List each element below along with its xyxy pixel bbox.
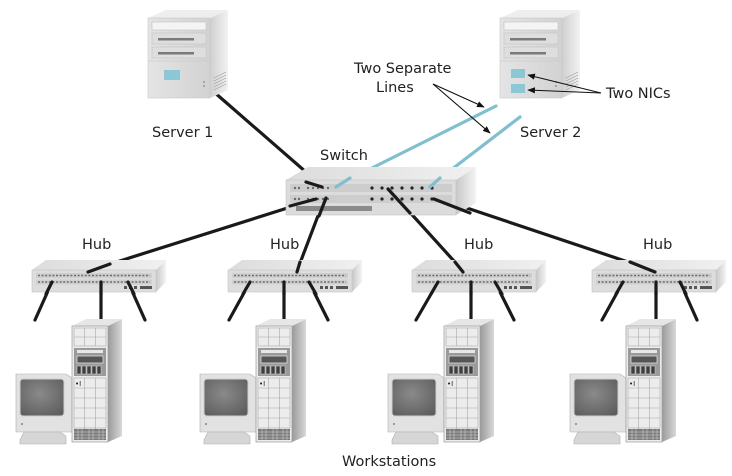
annotation-arrows-lines	[432, 83, 491, 134]
two-nics-label: Two NICs	[605, 86, 671, 102]
switch-label: Switch	[320, 148, 368, 164]
hub-2-label: Hub	[270, 237, 299, 253]
nic-icon	[164, 70, 180, 80]
switch[interactable]	[285, 167, 476, 216]
server-2[interactable]	[499, 9, 581, 99]
cable-switch-hub4	[432, 195, 657, 273]
workstations-label: Workstations	[342, 454, 436, 470]
nic-1-icon	[511, 69, 525, 78]
annotation-arrows-nics	[527, 73, 602, 94]
hub-4-label: Hub	[643, 237, 672, 253]
server-2-label: Server 2	[520, 125, 581, 141]
server-1[interactable]	[147, 9, 229, 99]
hub-1-label: Hub	[82, 237, 111, 253]
cable-switch-hub1	[86, 197, 318, 273]
nic-2-icon	[511, 84, 525, 93]
workstation-4[interactable]	[569, 318, 677, 445]
workstation-1[interactable]	[15, 318, 123, 445]
hub-4[interactable]	[591, 259, 727, 293]
switch-cable-ends	[288, 180, 472, 218]
workstation-3[interactable]	[387, 318, 495, 445]
hub-3-label: Hub	[464, 237, 493, 253]
hub-1[interactable]	[31, 259, 167, 293]
workstation-2[interactable]	[199, 318, 307, 445]
switch-ports-right	[370, 186, 434, 201]
hub-3[interactable]	[411, 259, 547, 293]
two-separate-lines-label: Two Separate Lines	[353, 61, 456, 96]
server-1-label: Server 1	[152, 125, 213, 141]
